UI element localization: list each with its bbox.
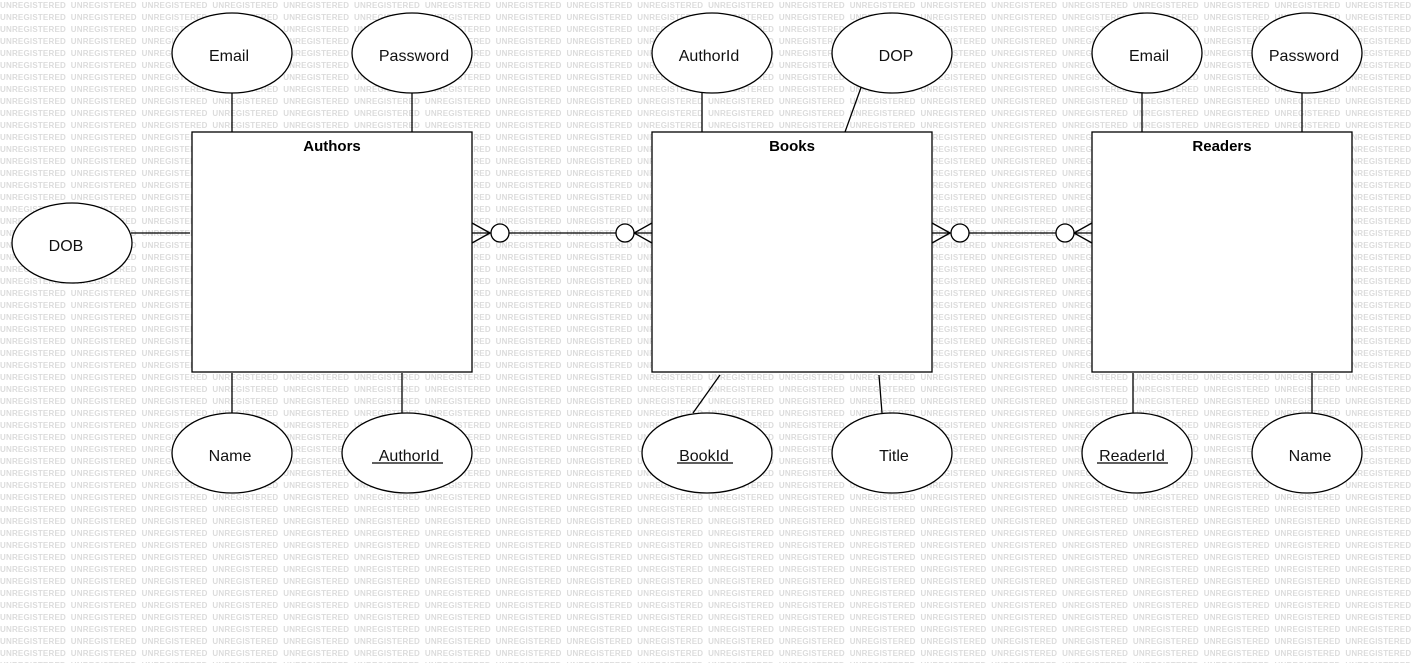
attribute-authors-dob[interactable]: DOB	[11, 202, 133, 284]
watermark-row: UNREGISTERED UNREGISTERED UNREGISTERED U…	[0, 493, 1412, 502]
attribute-books-bookid-key[interactable]: BookId	[641, 412, 773, 494]
watermark-row: UNREGISTERED UNREGISTERED UNREGISTERED U…	[0, 541, 1412, 550]
watermark-row: UNREGISTERED UNREGISTERED UNREGISTERED U…	[0, 505, 1412, 514]
connector-books-dop	[844, 81, 864, 133]
entity-authors[interactable]: Authors	[191, 131, 473, 373]
attribute-label: Title	[879, 448, 909, 465]
watermark-row: UNREGISTERED UNREGISTERED UNREGISTERED U…	[0, 625, 1412, 634]
attribute-label: Email	[209, 48, 249, 65]
entity-readers-box[interactable]	[1091, 131, 1353, 373]
attribute-label: DOB	[49, 238, 84, 255]
entity-books-box[interactable]	[651, 131, 933, 373]
entity-books-title: Books	[769, 138, 815, 155]
attribute-authors-authorid-key[interactable]: AuthorId	[341, 412, 473, 494]
crowfoot-authors-lower	[471, 232, 491, 244]
watermark-row: UNREGISTERED UNREGISTERED UNREGISTERED U…	[0, 397, 1412, 406]
attribute-label-primary-key: BookId	[679, 448, 729, 465]
crowfoot-readers-lower	[1073, 232, 1093, 244]
attribute-authors-name[interactable]: Name	[171, 412, 293, 494]
crowfoot-books-right-lower	[931, 232, 951, 244]
watermark-row: UNREGISTERED UNREGISTERED UNREGISTERED U…	[0, 109, 1412, 118]
attribute-readers-email[interactable]: Email	[1091, 12, 1203, 94]
connector-books-bookid	[692, 374, 721, 414]
attribute-connectors	[131, 81, 1313, 414]
watermark-row: UNREGISTERED UNREGISTERED UNREGISTERED U…	[0, 529, 1412, 538]
relationship-books-readers[interactable]	[931, 222, 1093, 244]
watermark-row: UNREGISTERED UNREGISTERED UNREGISTERED U…	[0, 601, 1412, 610]
watermark-row: UNREGISTERED UNREGISTERED UNREGISTERED U…	[0, 660, 1412, 663]
attribute-readers-name[interactable]: Name	[1251, 412, 1363, 494]
attribute-label-primary-key: AuthorId	[379, 448, 439, 465]
watermark-row: UNREGISTERED UNREGISTERED UNREGISTERED U…	[0, 121, 1412, 130]
connector-books-title	[878, 374, 883, 414]
optional-circle-books-left	[615, 223, 635, 243]
watermark-row: UNREGISTERED UNREGISTERED UNREGISTERED U…	[0, 373, 1412, 382]
watermark-row: UNREGISTERED UNREGISTERED UNREGISTERED U…	[0, 385, 1412, 394]
watermark-row: UNREGISTERED UNREGISTERED UNREGISTERED U…	[0, 637, 1412, 646]
watermark-row: UNREGISTERED UNREGISTERED UNREGISTERED U…	[0, 613, 1412, 622]
optional-circle-readers	[1055, 223, 1075, 243]
attribute-authors-password[interactable]: Password	[351, 12, 473, 94]
watermark-row: UNREGISTERED UNREGISTERED UNREGISTERED U…	[0, 517, 1412, 526]
attribute-label: Name	[209, 448, 252, 465]
attribute-label: AuthorId	[679, 48, 739, 65]
attribute-books-title[interactable]: Title	[831, 412, 953, 494]
crowfoot-books-left-upper	[633, 222, 653, 234]
attribute-label: Password	[1269, 48, 1339, 65]
attribute-label: Password	[379, 48, 449, 65]
entity-books[interactable]: Books	[651, 131, 933, 373]
entity-readers-title: Readers	[1192, 138, 1251, 155]
optional-circle-books-right	[950, 223, 970, 243]
attribute-readers-password[interactable]: Password	[1251, 12, 1363, 94]
watermark-row: UNREGISTERED UNREGISTERED UNREGISTERED U…	[0, 565, 1412, 574]
attribute-books-authorid[interactable]: AuthorId	[651, 12, 773, 94]
crowfoot-readers-upper	[1073, 222, 1093, 234]
attribute-books-dop[interactable]: DOP	[831, 12, 953, 94]
watermark-row: UNREGISTERED UNREGISTERED UNREGISTERED U…	[0, 589, 1412, 598]
watermark-row: UNREGISTERED UNREGISTERED UNREGISTERED U…	[0, 553, 1412, 562]
watermark-row: UNREGISTERED UNREGISTERED UNREGISTERED U…	[0, 577, 1412, 586]
attribute-authors-email[interactable]: Email	[171, 12, 293, 94]
relationship-authors-books[interactable]	[471, 222, 653, 244]
watermark-row: UNREGISTERED UNREGISTERED UNREGISTERED U…	[0, 1, 1412, 10]
attribute-label-primary-key: ReaderId	[1099, 448, 1165, 465]
attribute-readers-readerid-key[interactable]: ReaderId	[1081, 412, 1193, 494]
entity-readers[interactable]: Readers	[1091, 131, 1353, 373]
attribute-label: Name	[1289, 448, 1332, 465]
crowfoot-books-left-lower	[633, 232, 653, 244]
crowfoot-books-right-upper	[931, 222, 951, 234]
entity-authors-box[interactable]	[191, 131, 473, 373]
watermark-row: UNREGISTERED UNREGISTERED UNREGISTERED U…	[0, 97, 1412, 106]
attribute-label: Email	[1129, 48, 1169, 65]
entity-authors-title: Authors	[303, 138, 361, 155]
optional-circle-authors	[490, 223, 510, 243]
watermark-row: UNREGISTERED UNREGISTERED UNREGISTERED U…	[0, 649, 1412, 658]
crowfoot-authors-upper	[471, 222, 491, 234]
attribute-label: DOP	[879, 48, 914, 65]
